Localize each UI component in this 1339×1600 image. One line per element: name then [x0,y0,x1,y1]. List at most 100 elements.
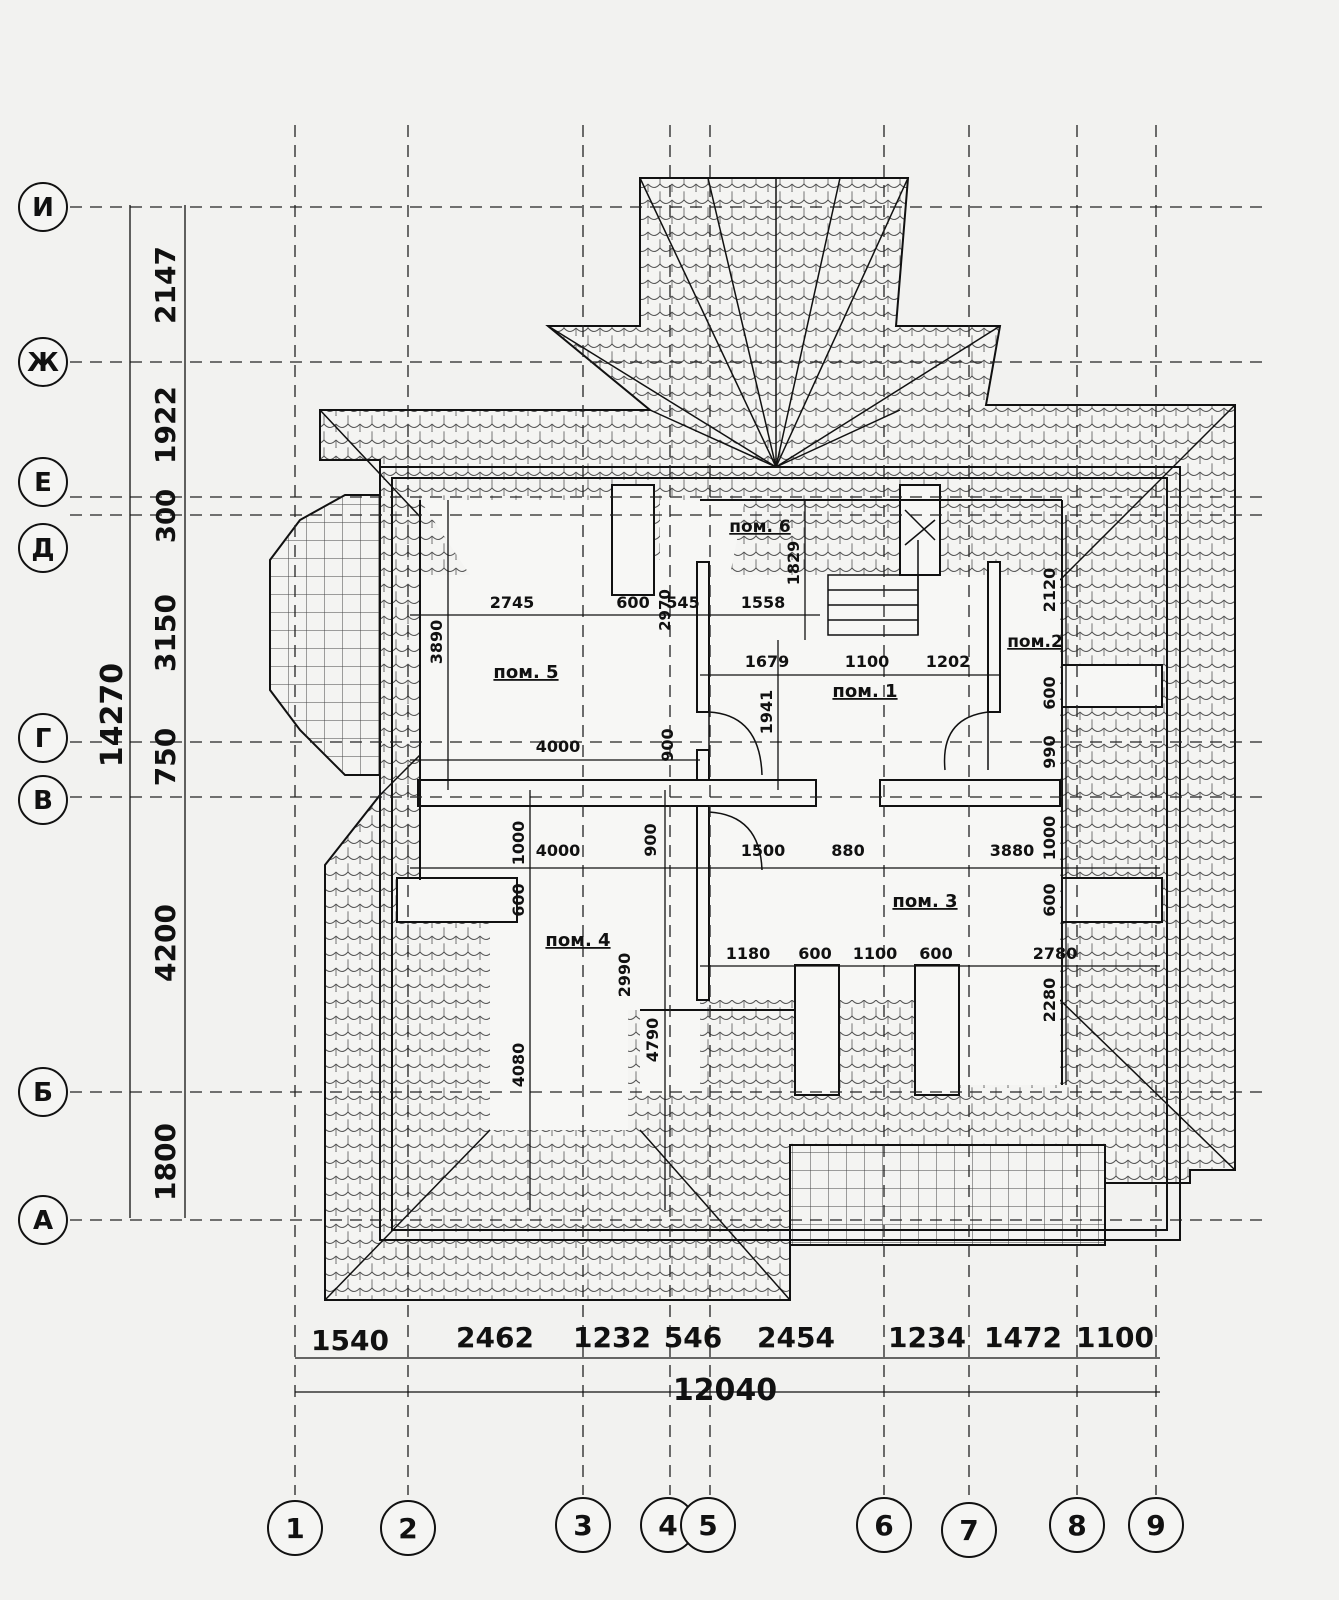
column-axis-bubble [1128,1497,1184,1553]
column-axis-label: 3 [573,1509,592,1542]
dim-600-left: 600 [509,883,528,916]
column-axis-label: 6 [874,1509,893,1542]
room-label-4: пом. 4 [545,930,610,951]
dimension-lines [129,205,1160,1393]
dim-1180: 1180 [726,944,771,963]
dim-900-top: 900 [658,728,677,761]
dim-bottom-total: 12040 [673,1373,777,1408]
row-axis-label: Д [31,534,54,564]
column-axis-label: 9 [1146,1509,1165,1542]
inner-dimensions-vertical: 3890 2970 1829 2120 600 1941 900 990 100… [427,541,1059,1088]
dim-1100-top: 1100 [845,652,890,671]
column-axis-label: 5 [698,1509,717,1542]
row-axis-label: И [32,193,54,223]
dim-880: 880 [831,841,864,860]
dim-left-6: 4200 [149,904,182,982]
dim-600-right: 600 [1040,883,1059,916]
column-axis-label: 7 [959,1514,978,1547]
dim-bottom-3: 1232 [573,1321,651,1354]
eaves-outline [379,466,1181,1241]
dim-545: 545 [666,593,699,612]
row-axis-bubble [18,775,68,825]
column-axis-bubble [680,1497,736,1553]
column-axis-label: 2 [398,1512,417,1545]
dim-left-7: 1800 [149,1123,182,1201]
dim-1100-bot: 1100 [853,944,898,963]
dim-bottom-5: 2454 [757,1321,835,1354]
row-axis-bubble [18,713,68,763]
row-axis-bubble [18,337,68,387]
dim-4080: 4080 [509,1043,528,1088]
dim-2970: 2970 [656,589,674,631]
dim-600-right-top: 600 [1040,676,1059,709]
dim-left-5: 750 [149,728,182,786]
dim-1558: 1558 [741,593,786,612]
row-axis-bubble [18,182,68,232]
column-axis-bubble [856,1497,912,1553]
dim-2120: 2120 [1040,568,1059,613]
dim-1202: 1202 [926,652,971,671]
row-axis-label: В [33,786,53,816]
column-axis-bubble [267,1500,323,1556]
dim-3880: 3880 [990,841,1035,860]
dim-bottom-6: 1234 [888,1321,966,1354]
row-axis-label: Б [33,1078,53,1108]
row-axis-label: А [33,1206,53,1236]
dim-bottom-4: 546 [664,1321,722,1354]
dim-1941: 1941 [757,690,776,735]
dim-4790: 4790 [643,1018,662,1063]
row-axis-bubble [18,1195,68,1245]
dim-bottom-8: 1100 [1076,1321,1154,1354]
dim-900-mid: 900 [641,823,660,856]
dim-1000-left: 1000 [509,821,528,866]
row-axis-label: Е [34,468,52,498]
doors [708,711,989,871]
column-axis-bubble [555,1497,611,1553]
room-label-6: пом. 6 [729,517,791,537]
dim-left-total: 14270 [95,663,130,767]
room-label-1: пом. 1 [832,681,897,702]
room-labels: пом. 1 пом.2 пом. 3 пом. 4 пом. 5 пом. 6 [493,517,1062,951]
dim-bottom-1: 1540 [311,1324,389,1357]
dim-4000-mid: 4000 [536,841,581,860]
dim-left-1: 2147 [149,246,182,324]
row-axis-label: Г [35,724,52,754]
dim-990: 990 [1040,735,1059,768]
dim-2280: 2280 [1040,978,1059,1023]
dim-4000-top: 4000 [536,737,581,756]
row-axis-bubble [18,1067,68,1117]
row-axis-label: Ж [27,348,59,378]
dim-1000-right: 1000 [1040,816,1059,861]
roof [269,177,1236,1301]
dim-2745: 2745 [490,593,535,612]
row-axis-bubble [18,457,68,507]
left-dimensions: 2147 1922 300 3150 750 4200 1800 14270 [95,246,182,1201]
room-label-3: пом. 3 [892,891,957,912]
dim-2990: 2990 [615,953,634,998]
dim-600-bot-2: 600 [919,944,952,963]
column-axis-label: 1 [285,1512,304,1545]
dim-2780: 2780 [1033,944,1078,963]
dim-left-3: 300 [152,489,182,543]
row-axis-bubble [18,523,68,573]
column-axis-bubble [941,1502,997,1558]
dim-left-2: 1922 [149,386,182,464]
dim-1829: 1829 [784,541,803,586]
dim-3890: 3890 [427,620,446,665]
column-axis-label: 4 [658,1509,677,1542]
dim-600-bot-1: 600 [798,944,831,963]
dim-1500: 1500 [741,841,786,860]
dim-600-top: 600 [616,593,649,612]
column-axis-bubble [1049,1497,1105,1553]
room-label-2: пом.2 [1007,632,1063,652]
staircase [827,499,941,636]
dim-bottom-7: 1472 [984,1321,1062,1354]
bottom-dimensions: 1540 2462 1232 546 2454 1234 1472 1100 1… [311,1321,1154,1408]
room-label-5: пом. 5 [493,662,558,683]
dim-1679: 1679 [745,652,790,671]
column-axis-label: 8 [1067,1509,1086,1542]
dim-left-4: 3150 [149,594,182,672]
column-axis-bubble [380,1500,436,1556]
